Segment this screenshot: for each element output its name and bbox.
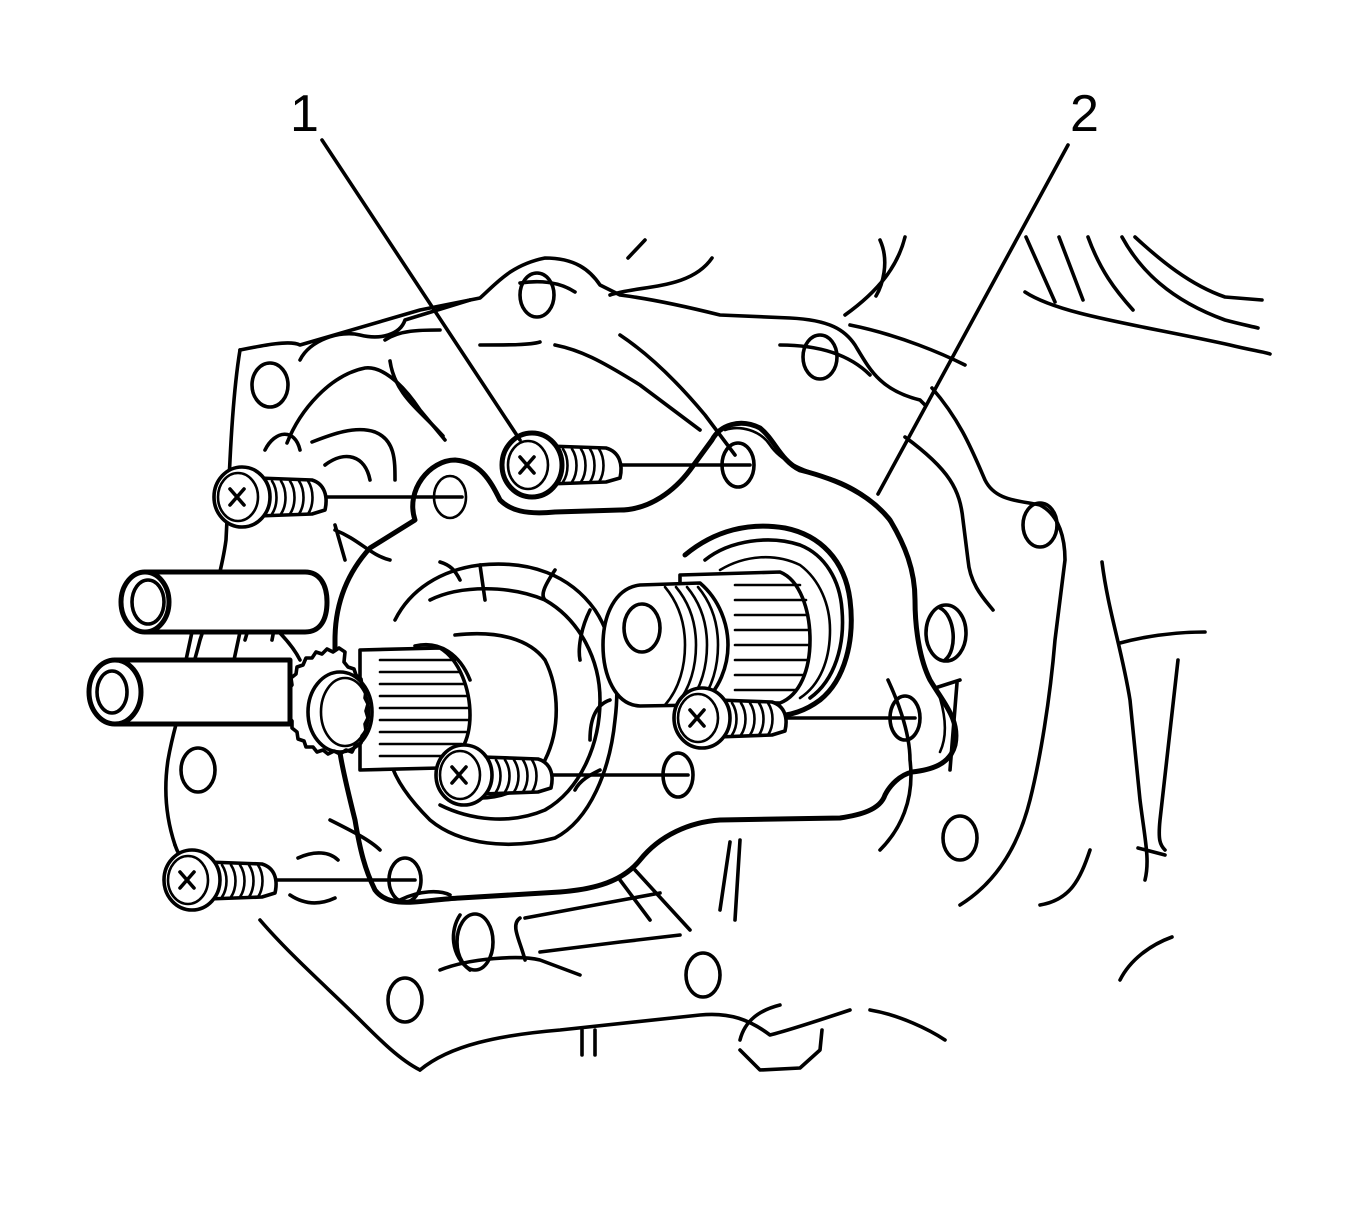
bolt-center-lower[interactable] <box>434 743 695 807</box>
phillips-x-icon <box>178 870 196 890</box>
bolt-upper-center[interactable] <box>499 430 756 500</box>
bolt-lower-left[interactable] <box>162 848 423 912</box>
callout-1-leader <box>320 138 522 442</box>
bolt-upper-left[interactable] <box>212 465 468 529</box>
left-input-shaft <box>285 642 472 772</box>
main-housing <box>164 256 979 1072</box>
left-bearing-seal <box>388 560 619 847</box>
shift-rails <box>86 569 330 727</box>
background-housing <box>608 235 1272 1042</box>
callout-2-label: 2 <box>1070 85 1099 143</box>
right-output-shaft <box>601 570 812 708</box>
phillips-x-icon <box>518 455 536 475</box>
bolt-right[interactable] <box>672 686 922 750</box>
callout-2-leader <box>876 143 1070 496</box>
callout-1-label: 1 <box>290 85 319 143</box>
phillips-x-icon <box>450 765 468 785</box>
right-bearing-seal <box>682 523 854 719</box>
cover-plate <box>332 420 959 905</box>
phillips-x-icon <box>228 487 246 507</box>
phillips-x-icon <box>688 708 706 728</box>
